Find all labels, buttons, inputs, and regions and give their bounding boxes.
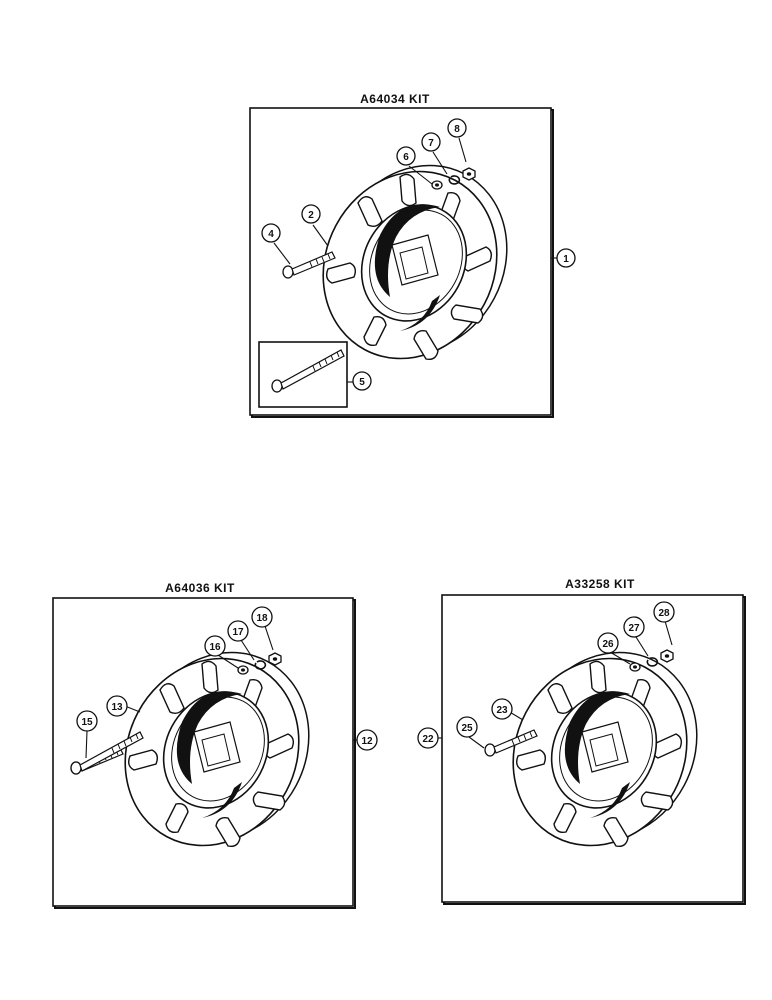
- callout-23: 23: [491, 698, 513, 720]
- svg-text:7: 7: [428, 138, 434, 149]
- svg-text:15: 15: [81, 717, 93, 728]
- callout-kit-22: 22: [417, 727, 439, 749]
- kit-panel-a64034: A64034 KIT 2 4 6 7: [249, 92, 576, 418]
- kit-title: A64036 KIT: [165, 581, 235, 595]
- callout-4: 4: [261, 223, 281, 243]
- callout-17: 17: [227, 620, 249, 642]
- callout-16: 16: [204, 635, 226, 657]
- callout-18: 18: [251, 606, 273, 628]
- callout-15: 15: [76, 710, 98, 732]
- svg-text:2: 2: [308, 210, 314, 221]
- svg-text:5: 5: [359, 377, 365, 388]
- callout-25: 25: [456, 716, 478, 738]
- svg-text:18: 18: [256, 613, 268, 624]
- svg-text:1: 1: [563, 254, 569, 265]
- kit-box-shadow: [251, 109, 554, 418]
- svg-text:8: 8: [454, 124, 460, 135]
- svg-text:28: 28: [658, 608, 670, 619]
- svg-text:25: 25: [461, 723, 473, 734]
- kit-box-shadow: [54, 599, 356, 909]
- callout-kit-12: 12: [356, 729, 378, 751]
- callout-13: 13: [106, 695, 128, 717]
- svg-text:22: 22: [422, 734, 434, 745]
- callout-7: 7: [421, 132, 441, 152]
- svg-text:27: 27: [628, 623, 640, 634]
- svg-text:26: 26: [602, 639, 614, 650]
- callout-5: 5: [352, 371, 372, 391]
- callout-28: 28: [653, 601, 675, 623]
- svg-text:16: 16: [209, 642, 221, 653]
- kit-panel-a64036: A64036 KIT 13 15 16 17 18: [52, 581, 378, 909]
- svg-text:12: 12: [361, 736, 373, 747]
- callout-8: 8: [447, 118, 467, 138]
- kit-title: A64034 KIT: [360, 92, 430, 106]
- svg-text:17: 17: [232, 627, 244, 638]
- callout-kit-1: 1: [556, 248, 576, 268]
- svg-text:6: 6: [403, 152, 409, 163]
- callout-27: 27: [623, 616, 645, 638]
- svg-text:23: 23: [496, 705, 508, 716]
- kit-panel-a33258: A33258 KIT 23 25 26 27 28: [417, 577, 746, 905]
- svg-text:4: 4: [268, 229, 274, 240]
- svg-text:13: 13: [111, 702, 123, 713]
- kit-box-shadow: [443, 596, 746, 905]
- callout-2: 2: [301, 204, 321, 224]
- callout-6: 6: [396, 146, 416, 166]
- callout-26: 26: [597, 632, 619, 654]
- kit-title: A33258 KIT: [565, 577, 635, 591]
